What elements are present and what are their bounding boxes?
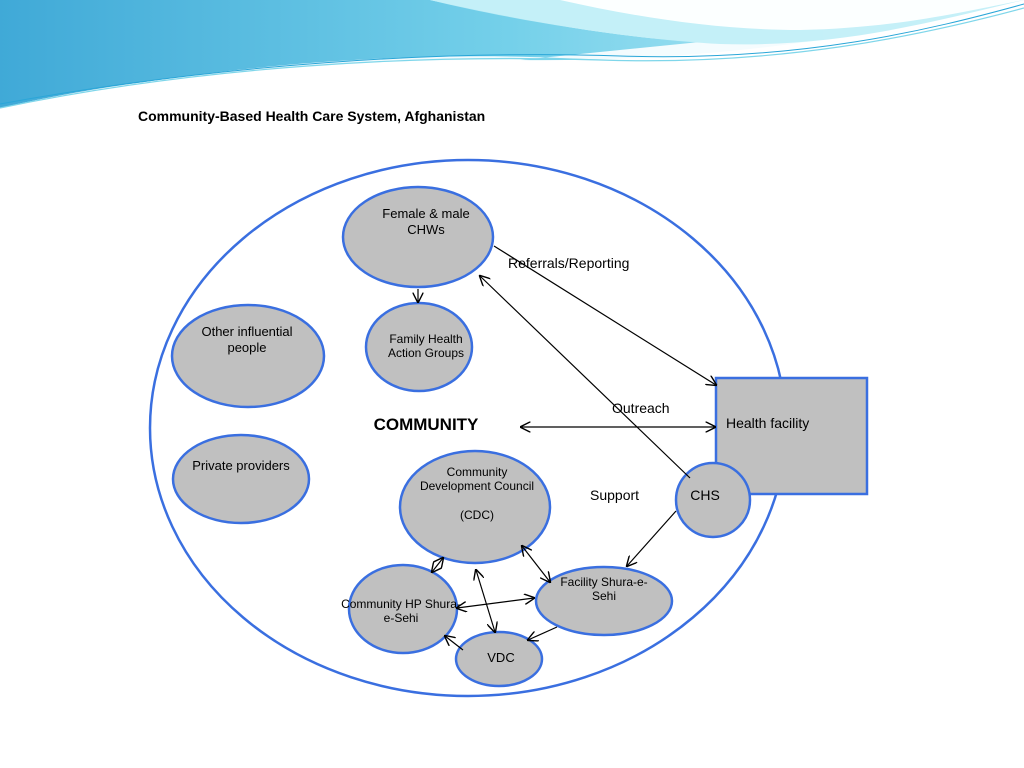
private-providers-label: Private providers — [192, 458, 290, 473]
private-providers-node — [171, 433, 311, 525]
influential-node — [170, 303, 326, 409]
arrow-chs-to-facility-shura — [627, 510, 677, 566]
outreach-label: Outreach — [612, 400, 670, 416]
community-label: COMMUNITY — [373, 415, 479, 434]
facility-shura-label: Facility Shura-e- Sehi — [560, 575, 648, 604]
header-wave-decoration — [0, 0, 1024, 112]
chws-label: Female & male CHWs — [382, 206, 470, 237]
support-label: Support — [590, 487, 640, 503]
arrow-facility-shura-to-vdc — [528, 626, 558, 640]
fhag-label: Family Health Action Groups — [387, 332, 465, 361]
cdc-node — [398, 449, 552, 565]
arrow-chws-to-health-facility — [493, 245, 716, 385]
arrow-cdc-vdc — [476, 570, 495, 632]
cdc-label: Community Development Council (CDC) — [419, 465, 535, 523]
chws-node — [341, 185, 495, 289]
health-facility-label: Health facility — [726, 415, 810, 431]
arrow-cdc-facility-shura — [522, 546, 550, 582]
slide-title: Community-Based Health Care System, Afgh… — [138, 108, 486, 124]
arrow-vdc-to-hp-shura — [445, 636, 464, 651]
vdc-label: VDC — [487, 650, 515, 665]
hp-shura-label: Community HP Shura- e-Sehi — [341, 597, 461, 626]
arrow-hp-shura-facility-shura — [457, 598, 534, 608]
chs-label: CHS — [690, 487, 720, 503]
arrow-cdc-hp-shura — [432, 558, 443, 572]
referrals-reporting-label: Referrals/Reporting — [508, 255, 630, 271]
vdc-node — [454, 630, 544, 688]
influential-label: Other influential people — [201, 324, 293, 355]
arrow-chs-to-chws — [480, 276, 691, 479]
chs-node — [674, 461, 752, 539]
facility-shura-node — [534, 565, 674, 637]
